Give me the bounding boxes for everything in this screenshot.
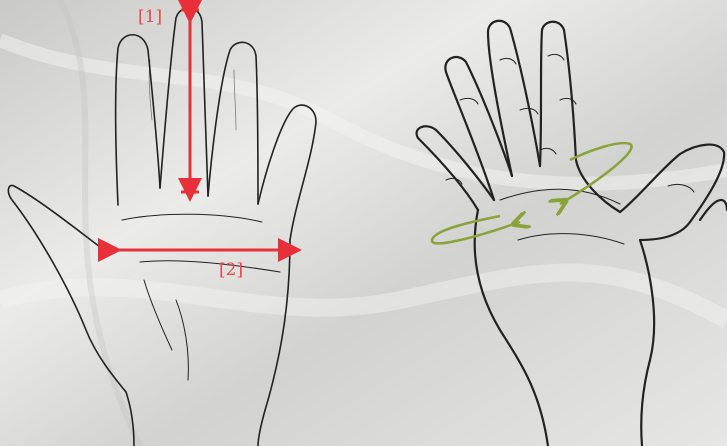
width-label: [2] <box>219 262 243 279</box>
length-label: [1] <box>138 9 162 26</box>
